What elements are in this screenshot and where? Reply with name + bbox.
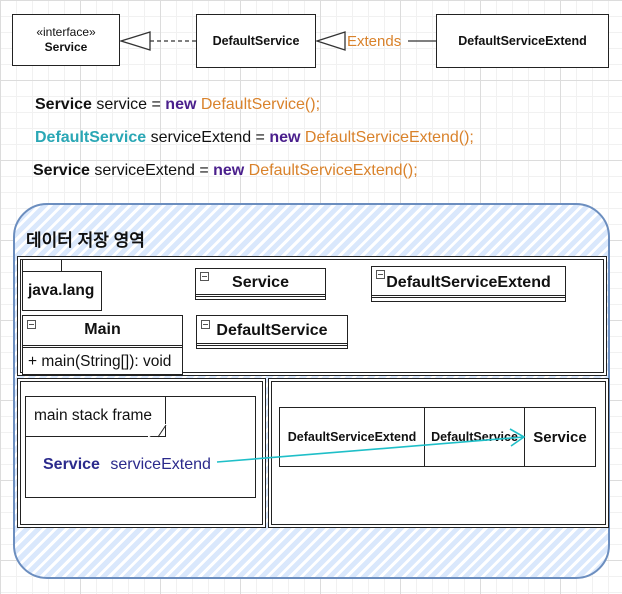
code-line-3-new: new xyxy=(213,162,245,179)
heap-cell-extend-label: DefaultServiceExtend xyxy=(287,430,417,444)
class-collapse-icon xyxy=(27,320,36,329)
code-line-2-var: serviceExtend = xyxy=(146,129,270,146)
class-divider xyxy=(196,294,325,297)
class-default-service-name: DefaultService xyxy=(216,322,328,339)
stack-var-name: serviceExtend xyxy=(110,456,211,473)
code-line-3-ctor: DefaultServiceExtend(); xyxy=(244,162,418,179)
class-divider xyxy=(372,295,565,298)
class-divider xyxy=(23,345,182,348)
default-service-extend-label: DefaultServiceExtend xyxy=(458,34,587,48)
default-service-extend-box: DefaultServiceExtend xyxy=(436,14,609,68)
stack-frame-label: main stack frame xyxy=(26,397,166,437)
main-method-signature: + main(String[]): void xyxy=(28,353,172,370)
code-line-2-type: DefaultService xyxy=(35,129,147,146)
code-line-3: Service serviceExtend = new DefaultServi… xyxy=(33,162,418,180)
class-collapse-icon xyxy=(200,272,209,281)
heap-cell-default-label: DefaultService xyxy=(431,430,518,444)
class-default-service-extend: DefaultServiceExtend xyxy=(371,266,566,302)
class-service: Service xyxy=(195,268,326,300)
package-java-lang: java.lang xyxy=(22,271,102,311)
extends-arrowhead xyxy=(314,31,346,51)
code-line-1-ctor: DefaultService(); xyxy=(196,96,321,113)
code-line-1-new: new xyxy=(165,96,197,113)
class-collapse-icon xyxy=(376,270,385,279)
stack-variable: Service serviceExtend xyxy=(43,456,211,474)
class-main: Main + main(String[]): void xyxy=(22,315,183,375)
stack-area-inner-frame xyxy=(20,381,263,525)
code-line-2-new: new xyxy=(269,129,301,146)
interface-service-box: «interface» Service xyxy=(12,14,120,66)
code-line-1-type: Service xyxy=(35,96,92,113)
uml-connectors xyxy=(118,31,436,51)
extends-label: Extends xyxy=(347,33,402,50)
class-default-service: DefaultService xyxy=(196,315,348,349)
class-divider xyxy=(197,343,347,346)
package-label: java.lang xyxy=(28,282,95,299)
code-line-2-ctor: DefaultServiceExtend(); xyxy=(300,129,474,146)
reference-arrowhead xyxy=(509,428,526,447)
class-service-name: Service xyxy=(232,274,289,291)
code-line-1-var: service = xyxy=(91,96,166,113)
realization-arrowhead xyxy=(118,31,151,51)
class-main-name: Main xyxy=(84,321,121,338)
heap-cell-service: Service xyxy=(524,407,596,467)
stack-var-type: Service xyxy=(43,456,100,473)
class-default-service-extend-name: DefaultServiceExtend xyxy=(386,274,551,291)
code-line-2: DefaultService serviceExtend = new Defau… xyxy=(35,129,474,147)
method-area-inner-frame xyxy=(20,259,604,373)
region-title: 데이터 저장 영역 xyxy=(26,231,145,250)
default-service-label: DefaultService xyxy=(212,34,300,48)
interface-name: Service xyxy=(44,40,88,54)
code-line-1: Service service = new DefaultService(); xyxy=(35,96,320,114)
interface-stereotype: «interface» xyxy=(36,25,96,39)
frame-label-notch xyxy=(148,424,167,438)
code-line-3-var: serviceExtend = xyxy=(89,162,214,179)
heap-cell-default-service-extend: DefaultServiceExtend xyxy=(279,407,425,467)
code-line-3-type: Service xyxy=(33,162,90,179)
class-collapse-icon xyxy=(201,320,210,329)
reference-arrow-line xyxy=(216,436,525,463)
heap-area-inner-frame xyxy=(271,381,606,525)
heap-cell-service-label: Service xyxy=(533,428,587,446)
